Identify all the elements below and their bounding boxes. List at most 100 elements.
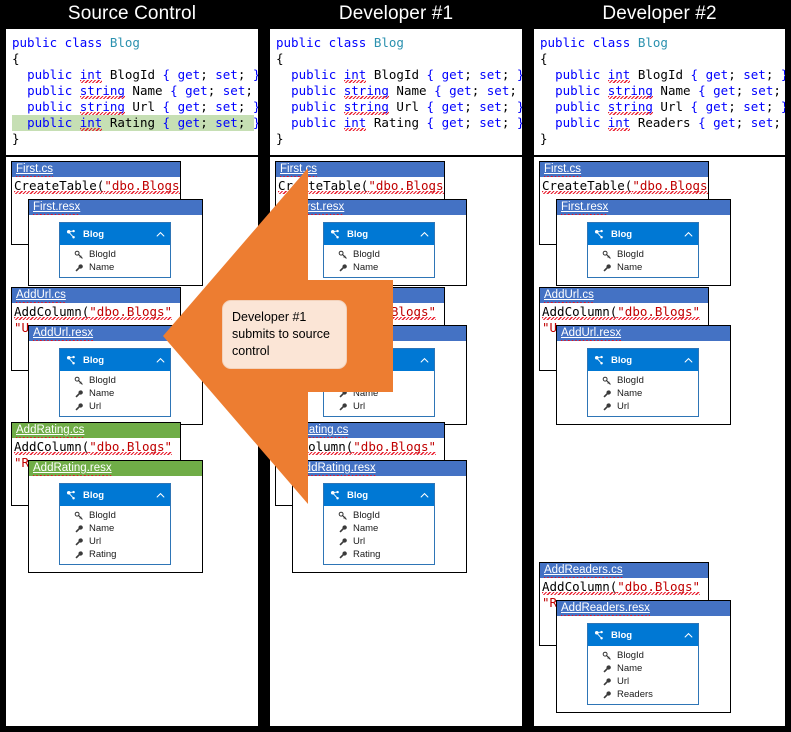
code-line: public class Blog xyxy=(12,35,140,50)
cs-file-header[interactable]: First.cs xyxy=(540,162,708,177)
entity-field-row[interactable]: Url xyxy=(60,535,170,548)
chevron-up-icon[interactable] xyxy=(156,356,165,365)
column-title-developer-1: Developer #1 xyxy=(264,0,528,28)
entity-field-label: Name xyxy=(353,523,379,534)
resx-file-header[interactable]: AddRating.resx xyxy=(293,461,466,476)
cs-file-header[interactable]: AddUrl.cs xyxy=(12,288,180,303)
code-line: } xyxy=(540,131,548,146)
entity-field-row[interactable]: BlogId xyxy=(60,248,170,261)
resx-file-header[interactable]: First.resx xyxy=(557,200,730,215)
resx-file-name: AddUrl.resx xyxy=(561,327,622,341)
entity-field-row[interactable]: BlogId xyxy=(324,374,434,387)
code-line: { xyxy=(276,51,284,66)
entity-field-label: Url xyxy=(353,401,366,412)
cs-file-name: First.cs xyxy=(16,163,54,177)
entity-header[interactable]: Blog xyxy=(324,223,434,245)
entity-field-row[interactable]: Url xyxy=(60,400,170,413)
entity-field-row[interactable]: Readers xyxy=(588,688,698,701)
chevron-up-icon[interactable] xyxy=(684,356,693,365)
chevron-up-icon[interactable] xyxy=(156,491,165,500)
cs-file-header[interactable]: AddUrl.cs xyxy=(540,288,708,303)
entity-field-row[interactable]: Name xyxy=(324,261,434,274)
entity-field-row[interactable]: BlogId xyxy=(588,374,698,387)
entity-field-row[interactable]: BlogId xyxy=(324,248,434,261)
cs-file-name: First.cs xyxy=(280,163,318,177)
entity-field-row[interactable]: Name xyxy=(60,522,170,535)
chevron-up-icon[interactable] xyxy=(156,230,165,239)
entity-field-row[interactable]: Url xyxy=(324,400,434,413)
resx-file-header[interactable]: AddUrl.resx xyxy=(557,326,730,341)
entity-field-row[interactable]: Name xyxy=(324,522,434,535)
resx-file-header[interactable]: AddUrl.resx xyxy=(29,326,202,341)
cs-file-header[interactable]: First.cs xyxy=(276,162,444,177)
resx-file-header[interactable]: First.resx xyxy=(293,200,466,215)
cs-file-header[interactable]: AddRating.cs xyxy=(276,423,444,438)
resx-file-header[interactable]: AddRating.resx xyxy=(29,461,202,476)
entity-header[interactable]: Blog xyxy=(60,349,170,371)
arrow-label-text: Developer #1 submits to source control xyxy=(232,310,330,358)
entity-field-row[interactable]: Name xyxy=(60,387,170,400)
cs-file-header[interactable]: AddReaders.cs xyxy=(540,563,708,578)
entity-field-row[interactable]: BlogId xyxy=(60,509,170,522)
entity-header[interactable]: Blog xyxy=(588,223,698,245)
chevron-up-icon[interactable] xyxy=(420,230,429,239)
entity-field-row[interactable]: Name xyxy=(60,261,170,274)
code-panel-developer-2: public class Blog{ public int BlogId { g… xyxy=(533,28,786,156)
entity-header[interactable]: Blog xyxy=(60,223,170,245)
entity-field-row[interactable]: Rating xyxy=(60,548,170,561)
entity-field-row[interactable]: BlogId xyxy=(324,509,434,522)
entity-field-row[interactable]: Name xyxy=(588,662,698,675)
entity-header[interactable]: Blog xyxy=(588,624,698,646)
entity-header[interactable]: Blog xyxy=(588,349,698,371)
chevron-up-icon[interactable] xyxy=(684,230,693,239)
entity-field-row[interactable]: Rating xyxy=(324,548,434,561)
chevron-up-icon[interactable] xyxy=(420,356,429,365)
entity-field-label: Name xyxy=(353,388,379,399)
chevron-up-icon[interactable] xyxy=(684,631,693,640)
cs-file-name: AddUrl.cs xyxy=(16,289,66,303)
code-line: public int Rating { get; set; } xyxy=(291,115,522,130)
code-panel-developer-1: public class Blog{ public int BlogId { g… xyxy=(269,28,523,156)
cs-file-header[interactable]: AddRating.cs xyxy=(12,423,180,438)
cs-file-name: AddUrl.cs xyxy=(544,289,594,303)
entity-field-row[interactable]: BlogId xyxy=(588,248,698,261)
resx-file-header[interactable]: AddReaders.resx xyxy=(557,601,730,616)
table-icon xyxy=(594,630,605,641)
property-icon xyxy=(602,677,612,687)
chevron-up-icon[interactable] xyxy=(420,491,429,500)
entity-field-row[interactable]: BlogId xyxy=(60,374,170,387)
entity-field-row[interactable]: Url xyxy=(588,400,698,413)
column-title-source-control: Source Control xyxy=(0,0,264,28)
entity-field-row[interactable]: Name xyxy=(588,261,698,274)
resx-file-header[interactable]: First.resx xyxy=(29,200,202,215)
entity-field-row[interactable]: Url xyxy=(588,675,698,688)
property-icon xyxy=(338,263,348,273)
entity-header[interactable]: Blog xyxy=(60,484,170,506)
table-icon xyxy=(66,490,77,501)
entity-field-row[interactable]: Url xyxy=(324,535,434,548)
cs-file-header[interactable]: First.cs xyxy=(12,162,180,177)
table-icon xyxy=(66,355,77,366)
entity-field-row[interactable]: Name xyxy=(588,387,698,400)
entity-field-row[interactable]: Name xyxy=(324,387,434,400)
entity-header[interactable]: Blog xyxy=(324,484,434,506)
entity-field-row[interactable]: BlogId xyxy=(588,649,698,662)
entity-field-label: Name xyxy=(89,262,115,273)
